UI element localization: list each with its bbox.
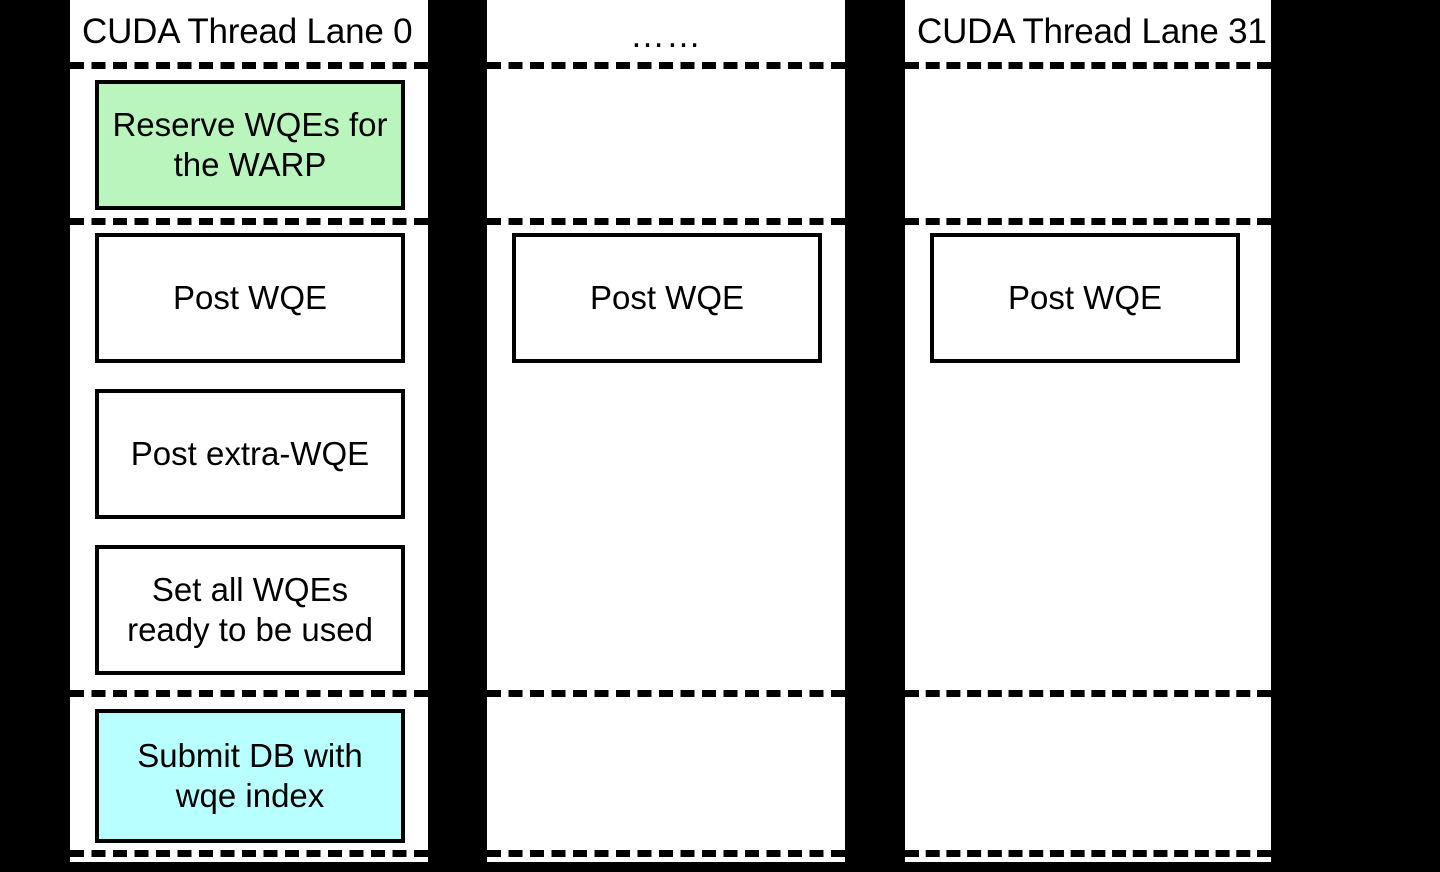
- lane-title-thread-lane-0: CUDA Thread Lane 0: [82, 11, 413, 51]
- lane-header-thread-lane-0: CUDA Thread Lane 0: [70, 0, 428, 62]
- lane31-separator-1: [905, 62, 1271, 69]
- step-box-set-wqes-ready-lane0[interactable]: Set all WQEs ready to be used: [95, 545, 405, 675]
- lane0-separator-4: [70, 850, 428, 857]
- step-box-post-wqe-lane31[interactable]: Post WQE: [930, 233, 1240, 363]
- ellipsis-icon: ……: [630, 15, 702, 55]
- lane-header-thread-lane-31: CUDA Thread Lane 31: [905, 0, 1271, 62]
- lane31-separator-2: [905, 218, 1271, 225]
- step-box-reserve-wqes[interactable]: Reserve WQEs for the WARP: [95, 80, 405, 210]
- lane0-separator-2: [70, 218, 428, 225]
- lane-mid-separator-1: [487, 62, 845, 69]
- lane-title-thread-lane-31: CUDA Thread Lane 31: [917, 11, 1267, 51]
- lane31-separator-4: [905, 850, 1271, 857]
- step-label-post-wqe-ellipsis: Post WQE: [589, 278, 745, 316]
- lane0-separator-1: [70, 62, 428, 69]
- step-box-post-wqe-lane0[interactable]: Post WQE: [95, 233, 405, 363]
- lane-column-thread-lane-0: CUDA Thread Lane 0 Reserve WQEs for the …: [68, 0, 430, 864]
- step-label-reserve-wqes: Reserve WQEs for the WARP: [112, 105, 387, 186]
- step-box-post-wqe-ellipsis[interactable]: Post WQE: [512, 233, 822, 363]
- step-label-submit-db-lane0: Submit DB with wqe index: [137, 736, 363, 817]
- step-label-submit-db-line1: Submit DB with: [137, 736, 363, 774]
- lane31-separator-3: [905, 690, 1271, 697]
- step-label-set-wqes-ready-lane0: Set all WQEs ready to be used: [127, 570, 373, 651]
- step-label-post-wqe-lane0: Post WQE: [172, 278, 328, 316]
- step-box-post-extra-wqe-lane0[interactable]: Post extra-WQE: [95, 389, 405, 519]
- lane-header-ellipsis: ……: [487, 0, 845, 62]
- lane-mid-separator-3: [487, 690, 845, 697]
- lane-mid-separator-4: [487, 850, 845, 857]
- step-label-set-ready-line2: ready to be used: [127, 611, 373, 648]
- lane-mid-separator-2: [487, 218, 845, 225]
- step-label-post-extra-wqe-lane0: Post extra-WQE: [130, 434, 370, 472]
- step-label-post-wqe-lane31: Post WQE: [1007, 278, 1163, 316]
- step-label-reserve-line1: Reserve WQEs for: [112, 105, 388, 143]
- lane-column-ellipsis: …… Post WQE: [485, 0, 847, 864]
- step-label-set-ready-line1: Set all WQEs: [151, 570, 349, 608]
- step-label-submit-db-line2: wqe index: [175, 777, 325, 814]
- step-box-submit-db-lane0[interactable]: Submit DB with wqe index: [95, 709, 405, 843]
- lane0-separator-3: [70, 690, 428, 697]
- lane-column-thread-lane-31: CUDA Thread Lane 31 Post WQE: [903, 0, 1273, 864]
- step-label-reserve-line2: the WARP: [173, 146, 327, 183]
